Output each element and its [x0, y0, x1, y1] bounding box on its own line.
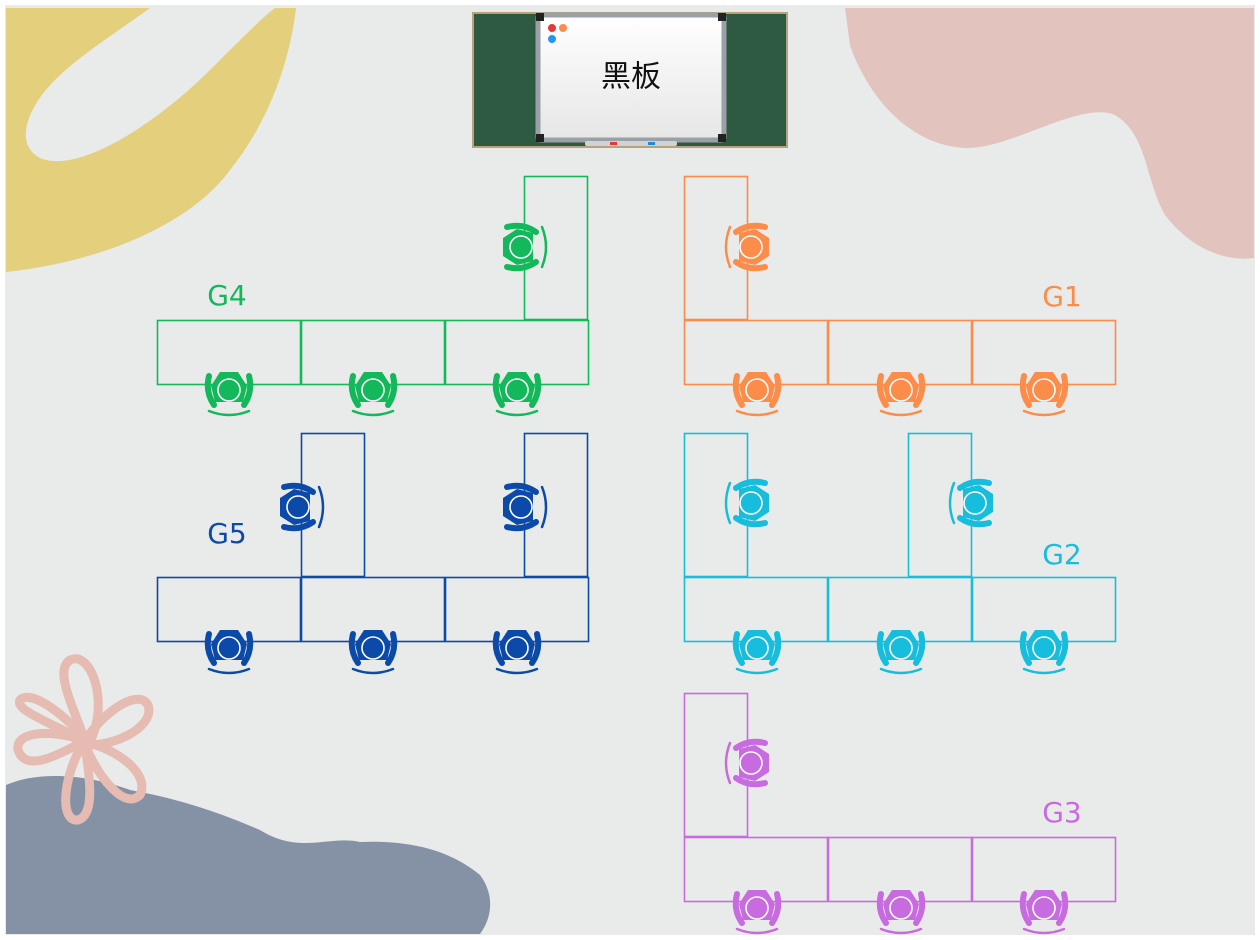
marker-tray	[585, 141, 677, 146]
orange-magnet-icon	[559, 24, 567, 32]
whiteboard-corner	[536, 134, 544, 142]
red-magnet-icon	[548, 24, 556, 32]
group-label: G4	[207, 279, 247, 312]
group-label: G5	[207, 517, 247, 550]
group-label: G1	[1042, 280, 1082, 313]
whiteboard-corner	[536, 13, 544, 21]
whiteboard-corner	[718, 13, 726, 21]
whiteboard-corner	[718, 134, 726, 142]
group-label: G3	[1042, 796, 1082, 829]
blue-magnet-icon	[548, 35, 556, 43]
blue-marker-icon	[648, 142, 655, 145]
blackboard: 黑板	[473, 13, 787, 147]
group-label: G2	[1042, 538, 1082, 571]
blackboard-label: 黑板	[601, 60, 661, 95]
red-marker-icon	[610, 142, 617, 145]
